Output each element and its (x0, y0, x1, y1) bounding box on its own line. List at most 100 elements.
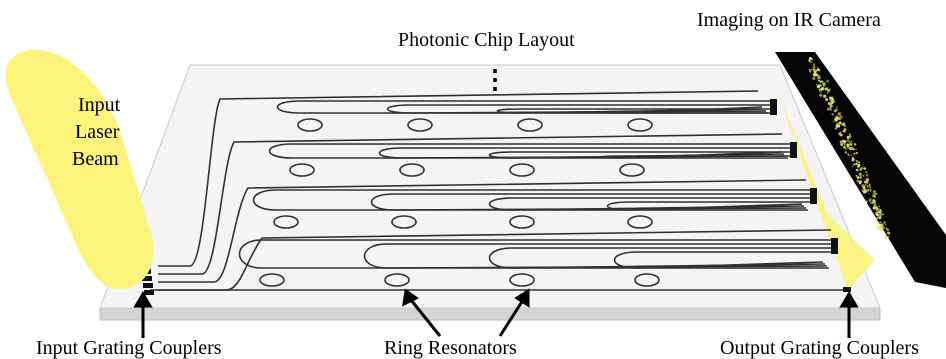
speckle-dot (855, 169, 859, 172)
speckle-dot (818, 79, 821, 82)
speckle-dot (824, 97, 829, 102)
speckle-dot (840, 142, 844, 146)
speckle-dot (869, 186, 871, 188)
speckle-dot (831, 113, 834, 116)
ring-bus-waveguide (268, 143, 792, 159)
speckle-dot (878, 221, 880, 224)
speckle-dot (869, 189, 872, 192)
output-grating-coupler (790, 150, 797, 154)
ring-resonator (259, 273, 285, 287)
output-grating-coupler (790, 154, 797, 158)
speckle-dot (864, 183, 867, 186)
arrow-ring-right (498, 299, 525, 337)
feed-waveguide (158, 133, 783, 275)
beam-label-line-3: Beam (72, 148, 119, 170)
speckle-dot (881, 226, 885, 230)
speckle-dot (832, 98, 835, 100)
speckle-dot (826, 107, 830, 111)
ring-bus-waveguide (370, 193, 812, 211)
ring-resonator (399, 163, 425, 177)
beam-label-line-2: Laser (75, 121, 120, 143)
speckle-dot (812, 65, 816, 69)
arrowhead-ring-right (514, 288, 530, 308)
ring-bus-waveguide (386, 104, 772, 114)
speckle-dot (868, 193, 870, 195)
arrowhead-output-couplers (839, 291, 859, 308)
speckle-dot (863, 167, 866, 170)
speckle-dot (813, 70, 817, 74)
laser-beam-shape (5, 49, 154, 290)
ring-bus-waveguide (252, 189, 812, 211)
output-grating-coupler (843, 287, 851, 292)
input-laser-beam (5, 49, 154, 290)
speckle-dot (836, 106, 838, 108)
ir-camera-image (775, 52, 946, 288)
speckle-dot (816, 68, 819, 72)
speckle-dot (852, 163, 856, 166)
speckle-dot (852, 148, 855, 151)
arrowhead-input-couplers (133, 291, 153, 308)
speckle-dot (859, 180, 863, 184)
speckle-dot (832, 120, 835, 123)
speckle-dot (855, 148, 857, 151)
speckle-dot (872, 193, 876, 196)
speckle-dot (843, 145, 846, 149)
speckle-dot (821, 80, 824, 83)
laser-beam-label: Input Laser Beam (70, 92, 120, 173)
speckle-dot (843, 143, 846, 146)
diagram-title: Photonic Chip Layout (398, 29, 575, 51)
speckle-dot (819, 93, 823, 97)
beam-label-line-1: Input (78, 94, 121, 116)
speckle-dot (820, 87, 824, 91)
speckle-dot (808, 59, 811, 62)
speckle-dot (880, 223, 884, 227)
speckle-dot (861, 189, 865, 193)
ring-resonator (509, 163, 535, 177)
speckle-dot (855, 159, 858, 162)
input-grating-coupler (143, 283, 153, 288)
speckle-dot (866, 185, 870, 188)
output-grating-coupler-array (770, 99, 851, 292)
speckle-dot (884, 236, 887, 240)
speckle-dot (835, 108, 838, 112)
speckle-dot (862, 174, 865, 177)
speckle-dot (866, 189, 870, 192)
speckle-dot (835, 125, 838, 128)
ring-resonator (517, 118, 543, 132)
speckle-dot (875, 209, 877, 211)
speckle-dot (859, 168, 862, 171)
speckle-dot (840, 133, 843, 137)
speckle-dot (858, 172, 862, 176)
speckle-dot (812, 76, 816, 81)
speckle-dot (820, 95, 822, 97)
speckle-dot (879, 212, 882, 216)
speckle-dot (839, 140, 843, 144)
speckle-dot (839, 131, 842, 134)
output-grating-coupler (770, 99, 777, 103)
speckle-dot (868, 183, 871, 185)
speckle-dot (878, 215, 882, 219)
feed-waveguide (158, 179, 807, 283)
speckle-dot (813, 67, 816, 71)
speckle-dot (833, 109, 836, 112)
ring-bus-waveguide (488, 247, 833, 269)
speckle-dot (839, 118, 842, 121)
feed-waveguide (158, 90, 759, 267)
speckle-dot (817, 84, 821, 88)
ring-bus-waveguide (488, 151, 792, 159)
speckle-dot (817, 67, 820, 69)
speckle-dot (885, 227, 888, 230)
speckle-dot (856, 179, 860, 183)
speckle-dot (839, 111, 842, 114)
speckle-dot (875, 221, 879, 224)
speckle-dot (848, 133, 851, 136)
speckle-dot (819, 89, 822, 93)
speckle-dot (839, 115, 843, 119)
speckle-dot (826, 92, 828, 94)
ring-bus-waveguide (378, 147, 792, 159)
more-rows-ellipsis: ⋮ (482, 65, 508, 94)
speckle-dot (846, 139, 850, 142)
speckle-dot (869, 201, 873, 205)
speckle-dot (853, 152, 856, 155)
speckle-dot (881, 213, 885, 216)
